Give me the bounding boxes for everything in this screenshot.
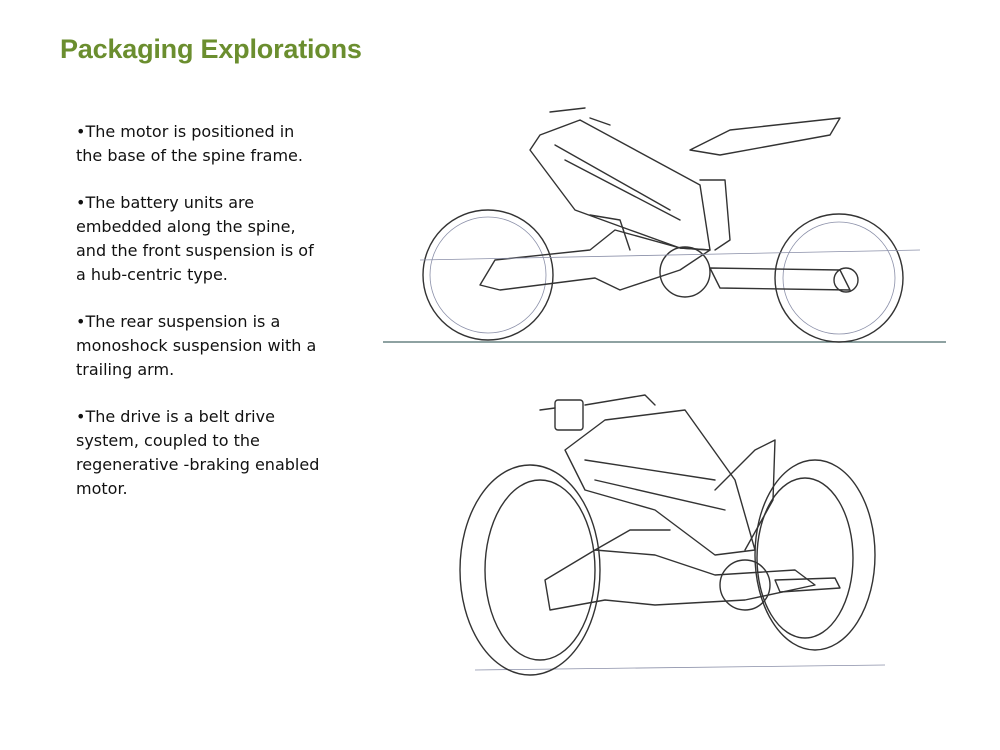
motorcycle-perspective-sketch [459, 394, 886, 676]
bullet-line: •The drive is a belt drive [76, 407, 275, 426]
bullet-line: •The motor is positioned in [76, 122, 295, 141]
bullet-line: •The battery units are [76, 193, 255, 212]
bullet-line: system, coupled to the [76, 431, 260, 450]
slide-title: Packaging Explorations [60, 34, 362, 64]
bullet-line: monoshock suspension with a [76, 336, 317, 355]
bullet-list: •The motor is positioned in the base of … [76, 120, 376, 524]
bullet-line: trailing arm. [76, 360, 175, 379]
bullet-line: and the front suspension is of [76, 241, 314, 260]
bullet-drive: •The drive is a belt drive system, coupl… [76, 405, 376, 501]
bullet-line: motor. [76, 479, 128, 498]
bullet-line: a hub-centric type. [76, 265, 228, 284]
bullet-line: regenerative -braking enabled [76, 455, 320, 474]
motorcycle-side-sketch [383, 107, 946, 343]
bullet-line: the base of the spine frame. [76, 146, 303, 165]
bullet-line: •The rear suspension is a [76, 312, 281, 331]
bullet-line: embedded along the spine, [76, 217, 296, 236]
bullet-motor: •The motor is positioned in the base of … [76, 120, 376, 168]
bullet-rear-suspension: •The rear suspension is a monoshock susp… [76, 310, 376, 382]
bullet-battery: •The battery units are embedded along th… [76, 191, 376, 287]
